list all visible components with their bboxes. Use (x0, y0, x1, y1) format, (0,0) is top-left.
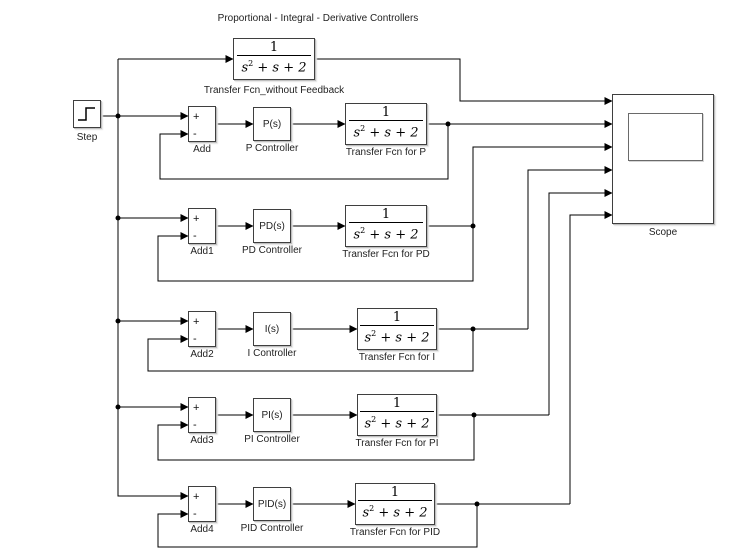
controller-text: P(s) (262, 118, 282, 130)
transfer-fcn-pd-label: Transfer Fcn for PD (342, 249, 430, 260)
plus-port: + (193, 213, 200, 225)
junction-dot (115, 318, 121, 324)
pid-controller-block[interactable]: PID(s) (253, 487, 291, 521)
minus-port: - (193, 128, 197, 140)
transfer-function-formula: 1 s2 + s + 2 (346, 104, 426, 144)
p-controller-block[interactable]: P(s) (253, 107, 291, 141)
junction-dot (470, 223, 476, 229)
junction-dot (470, 326, 476, 332)
add-block[interactable]: + - (188, 106, 216, 142)
wire-openloop-to-scope[interactable] (315, 58, 613, 105)
add4-block[interactable]: + - (188, 486, 216, 522)
add2-block[interactable]: + - (188, 311, 216, 347)
wire-tfi-to-scope[interactable] (527, 166, 613, 329)
scope-screen (628, 113, 703, 161)
transfer-function-formula: 1 s2 + s + 2 (358, 309, 436, 349)
step-block[interactable] (73, 100, 101, 128)
pid-controller-label: PID Controller (240, 523, 304, 534)
wire-feedback-pi[interactable] (157, 415, 475, 461)
junction-dot (474, 501, 480, 507)
wire-feedback-i[interactable] (147, 329, 474, 372)
transfer-fcn-without-feedback-label: Transfer Fcn_without Feedback (203, 85, 345, 96)
junction-dot (115, 215, 121, 221)
transfer-fcn-i-block[interactable]: 1 s2 + s + 2 (357, 308, 437, 350)
pi-controller-label: PI Controller (244, 434, 300, 445)
add3-label: Add3 (190, 435, 214, 446)
wire-feedback-pid[interactable] (157, 504, 478, 548)
controller-text: PD(s) (259, 220, 285, 232)
wire-tfpi-to-scope[interactable] (548, 189, 613, 415)
junction-dot (115, 113, 121, 119)
transfer-fcn-p-label: Transfer Fcn for P (345, 147, 427, 158)
scope-block[interactable] (612, 94, 714, 224)
add1-label: Add1 (190, 246, 214, 257)
plus-port: + (193, 491, 200, 503)
wire-tfpid-to-scope[interactable] (569, 211, 613, 504)
transfer-fcn-pid-label: Transfer Fcn for PID (349, 527, 441, 538)
wire-feedback-pd[interactable] (157, 226, 474, 282)
add2-label: Add2 (190, 349, 214, 360)
junction-dot (471, 412, 477, 418)
minus-port: - (193, 419, 197, 431)
diagram-title: Proportional - Integral - Derivative Con… (217, 13, 419, 24)
transfer-fcn-pid-block[interactable]: 1 s2 + s + 2 (355, 483, 435, 525)
add3-block[interactable]: + - (188, 397, 216, 433)
add4-label: Add4 (190, 524, 214, 535)
pi-controller-block[interactable]: PI(s) (253, 398, 291, 432)
wire-feedback-p[interactable] (159, 124, 449, 180)
wire-trunk[interactable] (117, 59, 189, 500)
transfer-fcn-pi-block[interactable]: 1 s2 + s + 2 (357, 394, 437, 436)
pd-controller-block[interactable]: PD(s) (253, 209, 291, 243)
i-controller-block[interactable]: I(s) (253, 312, 291, 346)
junction-dot (445, 121, 451, 127)
transfer-fcn-without-feedback-block[interactable]: 1 s2 + s + 2 (233, 38, 315, 80)
add1-block[interactable]: + - (188, 208, 216, 244)
minus-port: - (193, 333, 197, 345)
plus-port: + (193, 316, 200, 328)
transfer-fcn-pi-label: Transfer Fcn for PI (355, 438, 439, 449)
transfer-fcn-p-block[interactable]: 1 s2 + s + 2 (345, 103, 427, 145)
add-label: Add (193, 144, 211, 155)
plus-port: + (193, 402, 200, 414)
transfer-fcn-pd-block[interactable]: 1 s2 + s + 2 (345, 205, 427, 247)
plus-port: + (193, 111, 200, 123)
step-label: Step (76, 132, 98, 143)
scope-label: Scope (648, 227, 678, 238)
wire-tfpd-to-scope[interactable] (472, 143, 613, 226)
controller-text: I(s) (264, 323, 280, 335)
transfer-function-formula: 1 s2 + s + 2 (346, 206, 426, 246)
pd-controller-label: PD Controller (241, 245, 303, 256)
transfer-fcn-i-label: Transfer Fcn for I (358, 352, 436, 363)
transfer-function-formula: 1 s2 + s + 2 (234, 39, 314, 79)
transfer-function-formula: 1 s2 + s + 2 (356, 484, 434, 524)
minus-port: - (193, 508, 197, 520)
i-controller-label: I Controller (247, 348, 297, 359)
step-signal-icon (78, 107, 95, 121)
controller-text: PID(s) (257, 498, 287, 510)
transfer-function-formula: 1 s2 + s + 2 (358, 395, 436, 435)
minus-port: - (193, 230, 197, 242)
junction-dot (115, 404, 121, 410)
p-controller-label: P Controller (245, 143, 299, 154)
controller-text: PI(s) (261, 409, 283, 421)
